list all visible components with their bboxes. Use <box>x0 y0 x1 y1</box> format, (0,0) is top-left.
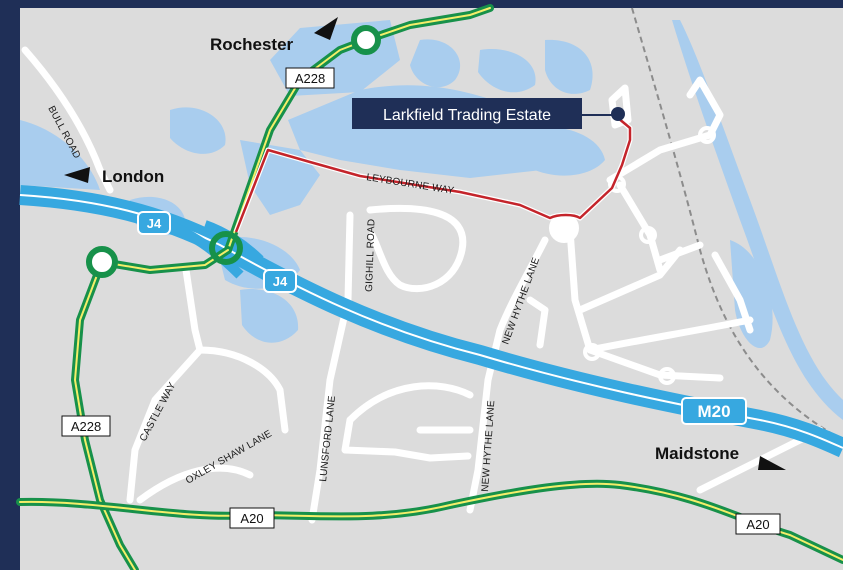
town-label-maidstone: Maidstone <box>655 444 739 463</box>
shield-a20-east-text: A20 <box>746 517 769 532</box>
destination-label: Larkfield Trading Estate <box>352 98 582 129</box>
destination-marker[interactable] <box>580 107 625 121</box>
junction-j4-west-text: J4 <box>147 216 162 231</box>
rochester-arrow-icon <box>314 17 338 40</box>
junction-j4-east-text: J4 <box>273 274 288 289</box>
shield-a20-west-text: A20 <box>240 511 263 526</box>
motorway-m20-text: M20 <box>697 402 730 421</box>
town-label-rochester: Rochester <box>210 35 294 54</box>
shield-a20-east: A20 <box>735 513 781 535</box>
junction-j4-west: J4 <box>137 211 171 235</box>
motorway-m20-shield: M20 <box>681 397 747 425</box>
shield-a228-west-text: A228 <box>71 419 101 434</box>
shield-a228-west: A228 <box>61 415 111 437</box>
railway-line <box>631 7 843 441</box>
london-arrow-icon <box>64 167 90 183</box>
junction-j4-east: J4 <box>263 269 297 293</box>
minor-roads <box>21 46 824 524</box>
shield-a228-north-text: A228 <box>295 71 325 86</box>
shield-a20-west: A20 <box>229 507 275 529</box>
road-label-gighill-road: GIGHILL ROAD <box>364 219 378 293</box>
destination-label-text: Larkfield Trading Estate <box>383 107 551 124</box>
direction-arrows <box>64 17 786 470</box>
maidstone-arrow-icon <box>758 456 786 470</box>
shield-a228-north: A228 <box>285 67 335 89</box>
route-line-red <box>234 117 632 233</box>
town-label-london: London <box>102 167 164 186</box>
